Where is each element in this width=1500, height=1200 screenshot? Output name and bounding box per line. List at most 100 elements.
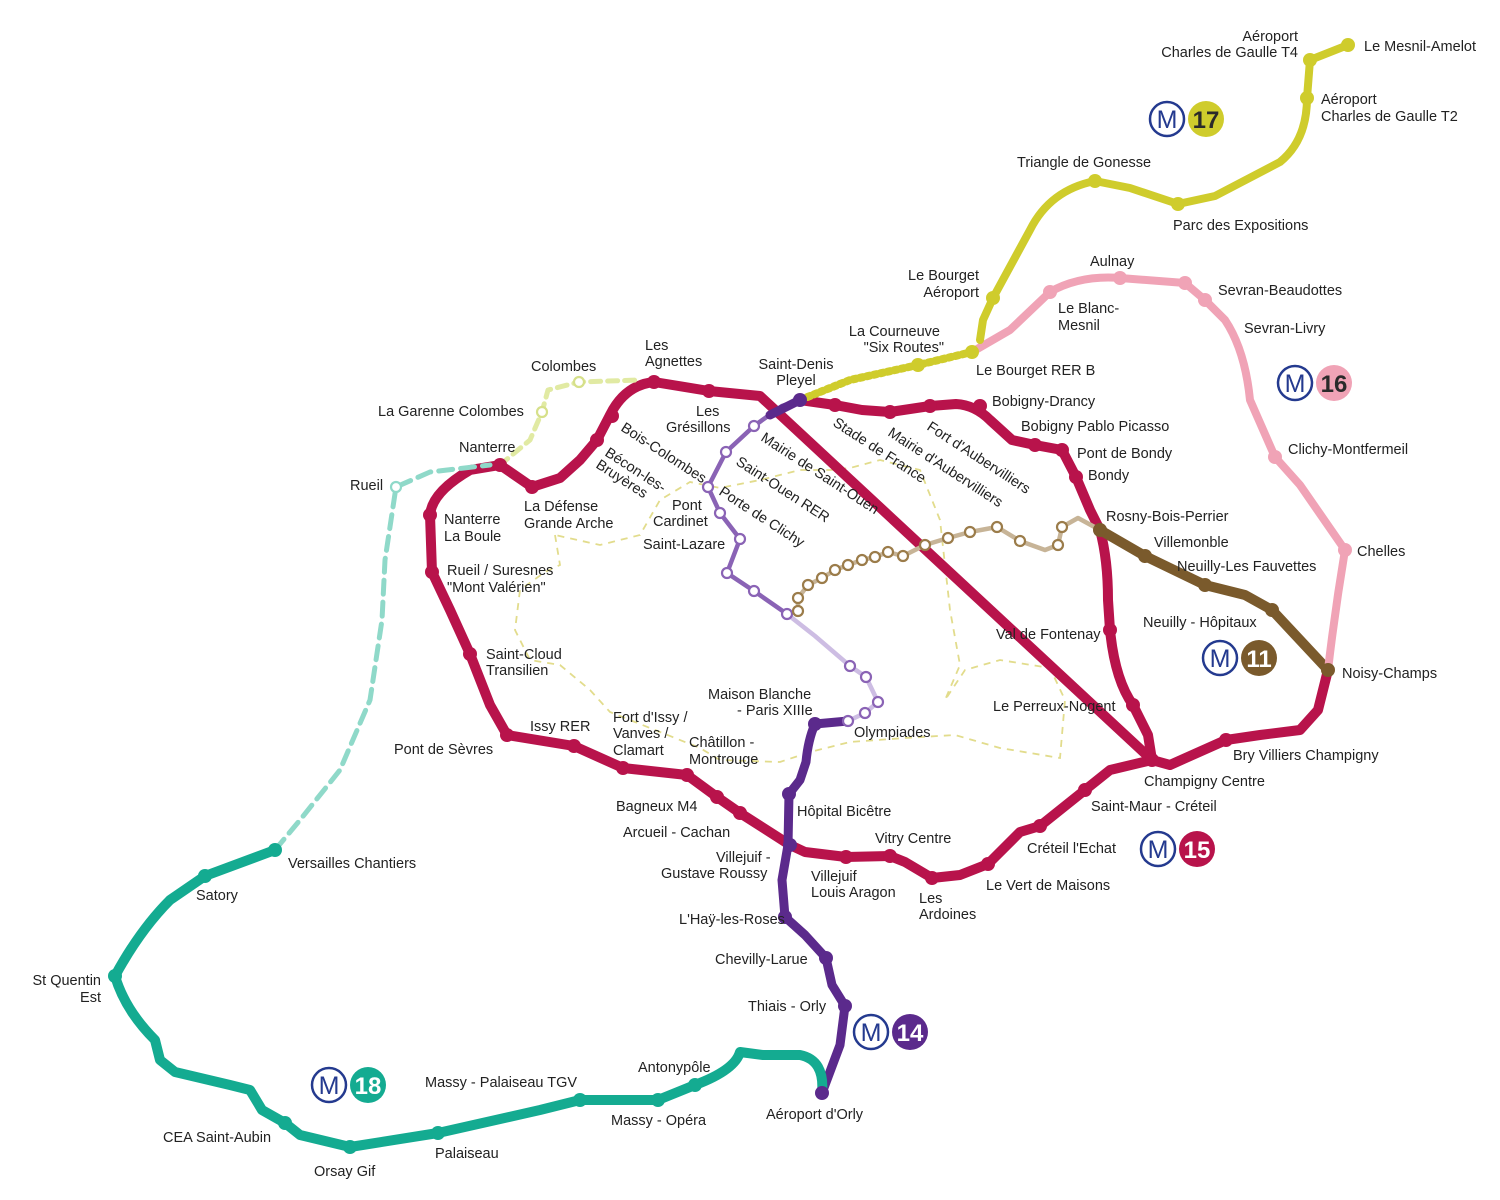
station-l11-e[interactable]: [828, 563, 842, 577]
station-bois-colombes[interactable]: [605, 409, 619, 423]
station-olympiades[interactable]: [841, 714, 855, 728]
station-bobigny-drancy[interactable]: [973, 399, 987, 413]
station-bondy[interactable]: [1069, 470, 1083, 484]
station-nanterre-la-boule[interactable]: [423, 508, 437, 522]
station-cour-saint-emilion[interactable]: [871, 695, 885, 709]
station-saint-lazare[interactable]: [733, 532, 747, 546]
line-18-badge[interactable]: M 18: [310, 1066, 386, 1104]
station-villejuif-la[interactable]: [839, 850, 853, 864]
station-villejuif-gr[interactable]: [783, 838, 797, 852]
station-aulnay[interactable]: [1113, 271, 1127, 285]
station-noisy-champs[interactable]: [1321, 663, 1335, 677]
station-villemonble[interactable]: [1138, 549, 1152, 563]
station-neuilly-fauvettes[interactable]: [1198, 578, 1212, 592]
station-chevilly-larue[interactable]: [819, 951, 833, 965]
station-pont-de-sevres[interactable]: [500, 728, 514, 742]
station-l11-j[interactable]: [896, 549, 910, 563]
station-stade-de-france[interactable]: [828, 398, 842, 412]
station-parc-des-expositions[interactable]: [1171, 197, 1185, 211]
station-l11-m[interactable]: [963, 525, 977, 539]
station-la-courneuve[interactable]: [911, 358, 925, 372]
station-l11-n[interactable]: [990, 520, 1004, 534]
station-nanterre[interactable]: [493, 458, 507, 472]
station-massy-palaiseau[interactable]: [573, 1093, 587, 1107]
station-sevran-livry[interactable]: [1198, 293, 1212, 307]
station-satory[interactable]: [198, 869, 212, 883]
station-champigny-centre[interactable]: [1145, 753, 1159, 767]
station-val-de-fontenay[interactable]: [1103, 623, 1117, 637]
station-bry-villiers[interactable]: [1219, 733, 1233, 747]
station-chatillon[interactable]: [680, 768, 694, 782]
station-triangle-de-gonesse[interactable]: [1088, 174, 1102, 188]
station-mairie-daubervilliers[interactable]: [883, 405, 897, 419]
station-thiais-orly[interactable]: [838, 999, 852, 1013]
station-saint-maur[interactable]: [1078, 783, 1092, 797]
station-la-garenne-colombes[interactable]: [535, 405, 549, 419]
station-le-mesnil-amelot[interactable]: [1341, 38, 1355, 52]
station-rosny-bois-perrier[interactable]: [1093, 523, 1107, 537]
station-bnf[interactable]: [858, 706, 872, 720]
station-l11-g[interactable]: [855, 553, 869, 567]
station-bercy[interactable]: [859, 670, 873, 684]
station-saint-denis-pleyel[interactable]: [793, 393, 807, 407]
station-vitry-centre[interactable]: [883, 849, 897, 863]
station-le-vert-de-maisons[interactable]: [981, 857, 995, 871]
line-15-badge[interactable]: M 15: [1139, 830, 1215, 868]
station-fort-issy[interactable]: [616, 761, 630, 775]
station-colombes[interactable]: [572, 375, 586, 389]
station-orsay-gif[interactable]: [343, 1140, 357, 1154]
station-arcueil[interactable]: [733, 806, 747, 820]
station-les-agnettes[interactable]: [647, 375, 661, 389]
station-creteil-lechat[interactable]: [1033, 819, 1047, 833]
station-antonypole[interactable]: [688, 1078, 702, 1092]
line-11-badge[interactable]: M 11: [1201, 639, 1277, 677]
station-pont-de-bondy[interactable]: [1055, 443, 1069, 457]
station-lhay-les-roses[interactable]: [778, 910, 792, 924]
station-aeroport-dorly[interactable]: [815, 1086, 829, 1100]
station-porte-de-clichy[interactable]: [701, 480, 715, 494]
station-l11-o[interactable]: [1013, 534, 1027, 548]
station-l11-d[interactable]: [815, 571, 829, 585]
station-chelles[interactable]: [1338, 543, 1352, 557]
station-l11-a[interactable]: [791, 604, 805, 618]
station-pyramides[interactable]: [747, 584, 761, 598]
line-14-badge[interactable]: M 14: [852, 1013, 928, 1051]
station-cea-saint-aubin[interactable]: [278, 1116, 292, 1130]
line-17-badge[interactable]: M 17: [1148, 100, 1224, 138]
station-madeleine[interactable]: [720, 566, 734, 580]
station-l11-f[interactable]: [841, 558, 855, 572]
station-hopital-bicetre[interactable]: [782, 787, 796, 801]
station-massy-opera[interactable]: [651, 1093, 665, 1107]
station-le-perreux[interactable]: [1126, 698, 1140, 712]
station-l11-k[interactable]: [918, 538, 932, 552]
station-cdg-t2[interactable]: [1300, 91, 1314, 105]
station-les-gresillons[interactable]: [702, 384, 716, 398]
station-la-defense[interactable]: [525, 480, 539, 494]
station-bobigny-pablo-picasso[interactable]: [1028, 438, 1042, 452]
station-le-bourget-aeroport[interactable]: [986, 291, 1000, 305]
station-cdg-t4[interactable]: [1303, 53, 1317, 67]
station-clichy-montfermeil[interactable]: [1268, 450, 1282, 464]
station-l11-c[interactable]: [801, 578, 815, 592]
station-maison-blanche[interactable]: [808, 717, 822, 731]
station-l11-l[interactable]: [941, 531, 955, 545]
station-les-ardoines[interactable]: [925, 871, 939, 885]
station-l11-h[interactable]: [868, 550, 882, 564]
station-l11-i[interactable]: [881, 545, 895, 559]
station-fort-daubervilliers[interactable]: [923, 399, 937, 413]
line-16-badge[interactable]: M 16: [1276, 364, 1352, 402]
station-neuilly-hopitaux[interactable]: [1265, 603, 1279, 617]
station-rueil[interactable]: [389, 480, 403, 494]
station-becon[interactable]: [590, 433, 604, 447]
station-pont-cardinet[interactable]: [713, 506, 727, 520]
station-le-blanc-mesnil[interactable]: [1043, 285, 1057, 299]
station-palaiseau[interactable]: [431, 1126, 445, 1140]
station-saint-ouen-rer[interactable]: [719, 445, 733, 459]
station-le-bourget-rer-b[interactable]: [965, 345, 979, 359]
station-st-quentin-est[interactable]: [108, 969, 122, 983]
station-issy-rer[interactable]: [567, 739, 581, 753]
station-sevran-beaudottes[interactable]: [1178, 276, 1192, 290]
station-mairie-de-saint-ouen[interactable]: [747, 419, 761, 433]
station-l11-p[interactable]: [1051, 538, 1065, 552]
station-chatelet[interactable]: [780, 607, 794, 621]
